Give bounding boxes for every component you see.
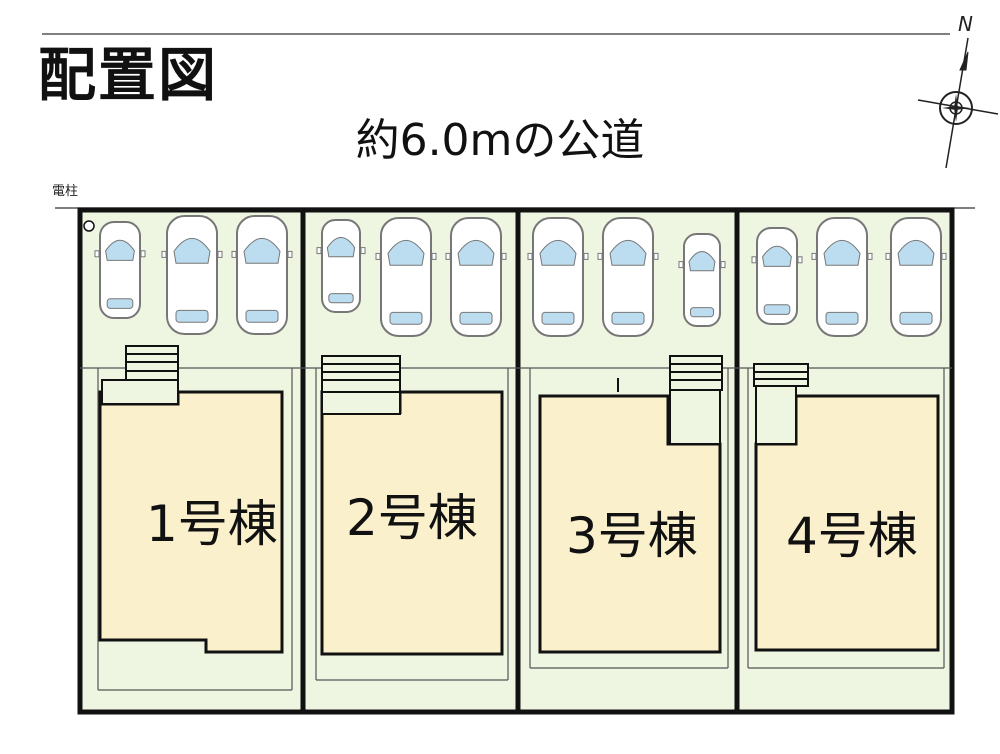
car-icon xyxy=(375,217,437,337)
porch-1 xyxy=(101,345,179,405)
north-arrow-icon xyxy=(917,37,999,169)
car-icon xyxy=(811,217,873,337)
porch-2 xyxy=(321,355,401,415)
utility-pole-icon xyxy=(83,220,95,232)
car-icon xyxy=(231,215,293,335)
page-title: 配置図 xyxy=(38,41,219,109)
utility-pole-label: 電柱 xyxy=(52,184,79,199)
porch-3 xyxy=(669,355,723,445)
car-icon xyxy=(445,217,507,337)
car-icon xyxy=(751,227,803,325)
parking-cars xyxy=(94,215,947,337)
road-label: 約6.0mの公道 xyxy=(355,115,645,166)
unit-2-label: 2号棟 xyxy=(346,489,478,547)
fence-marks xyxy=(617,378,739,392)
car-icon xyxy=(527,217,589,337)
car-icon xyxy=(94,221,146,319)
car-icon xyxy=(885,217,947,337)
north-label: N xyxy=(958,12,973,36)
car-icon xyxy=(161,215,223,335)
unit-3-label: 3号棟 xyxy=(566,507,698,565)
car-icon xyxy=(597,217,659,337)
porch-4 xyxy=(753,363,809,445)
unit-4-label: 4号棟 xyxy=(786,507,918,565)
car-icon xyxy=(678,233,726,327)
unit-1-label: 1号棟 xyxy=(146,495,278,553)
car-icon xyxy=(316,219,366,313)
